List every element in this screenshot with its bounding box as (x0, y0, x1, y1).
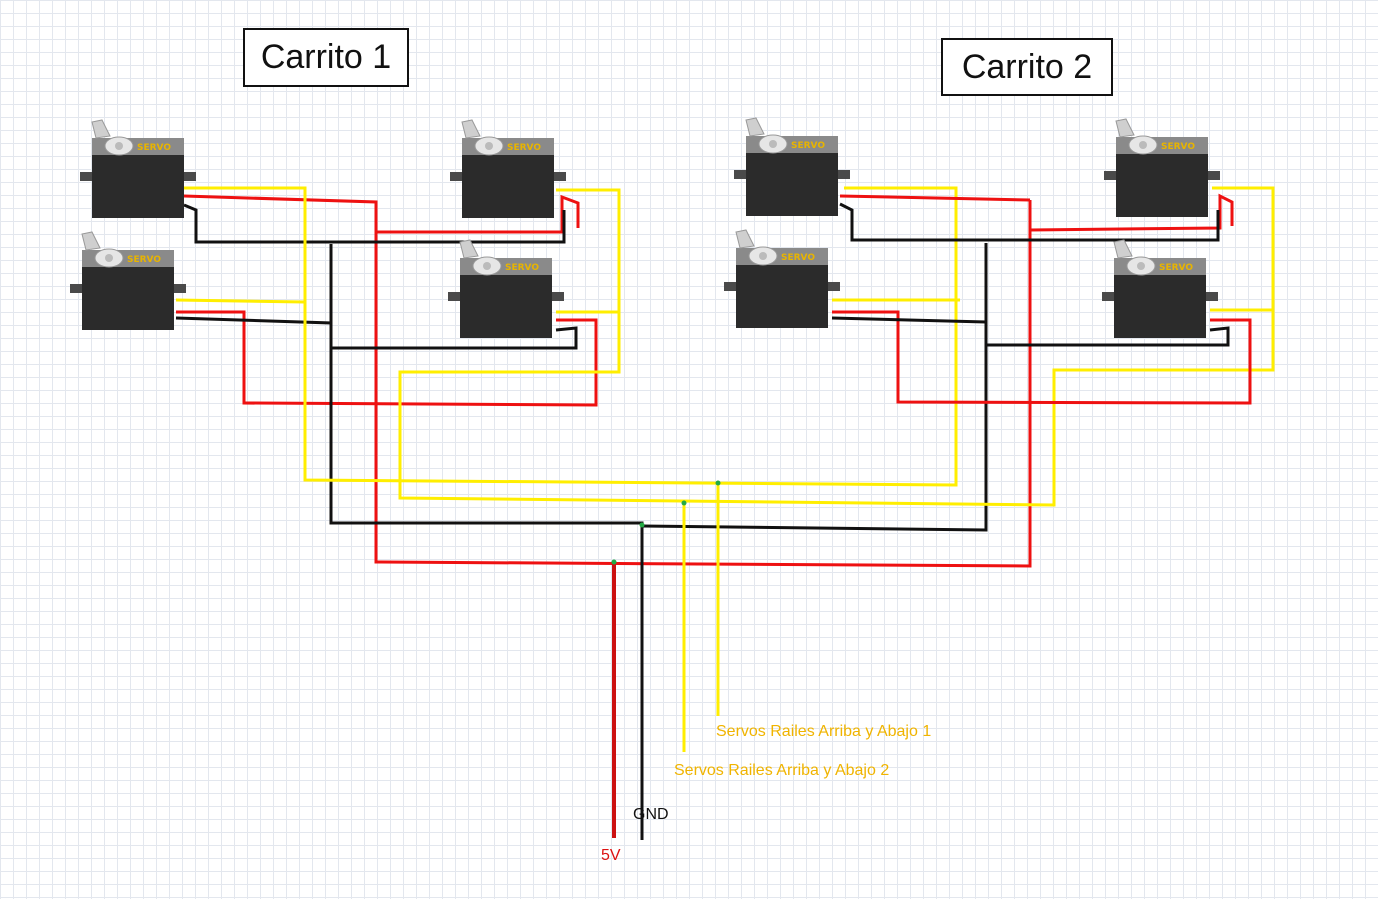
servo-c1-3: SERVO (69, 231, 187, 331)
servo-label: SERVO (781, 253, 815, 263)
main-trunk-wires (611, 480, 721, 838)
black-wire (641, 243, 988, 532)
servo-label: SERVO (507, 143, 541, 153)
yellow-wire (184, 186, 958, 487)
junction-dot (611, 559, 617, 565)
yellow-wire (175, 298, 306, 304)
servo-label: SERVO (1159, 263, 1193, 273)
red-wire (176, 310, 598, 407)
servo-c2-1: SERVO (733, 117, 851, 217)
red-wire (832, 310, 1252, 405)
servo-c2-2: SERVO (1103, 118, 1221, 218)
black-wire (183, 203, 566, 244)
junction-dot (681, 500, 687, 506)
black-wire (329, 244, 578, 350)
vcc-label: 5V (601, 847, 621, 864)
red-wire (183, 194, 1032, 568)
black-wire (175, 316, 644, 840)
servo-label: SERVO (127, 255, 161, 265)
servo-label: SERVO (505, 263, 539, 273)
servo-c1-2: SERVO (449, 119, 567, 219)
servos: SERVO SERVO SERVO SERVO SERVO SERVO SERV… (69, 117, 1221, 339)
servo-c1-4: SERVO (447, 239, 565, 339)
junction-dot (639, 522, 645, 528)
black-wire (839, 202, 1220, 242)
carrito-2-title: Carrito 2 (941, 38, 1113, 96)
servo-label: SERVO (137, 143, 171, 153)
wires-carrito-1 (175, 186, 1275, 840)
yellow-wire (398, 186, 1275, 507)
servo-c1-1: SERVO (79, 119, 197, 219)
wires-carrito-2 (831, 193, 1273, 405)
gnd-label: GND (633, 806, 669, 823)
servo-c2-4: SERVO (1101, 239, 1219, 339)
black-wire (986, 326, 1230, 347)
carrito-1-title: Carrito 1 (243, 28, 409, 87)
red-wire (376, 194, 580, 234)
servo-c2-3: SERVO (723, 229, 841, 329)
servo-label: SERVO (1161, 142, 1195, 152)
red-wire (839, 194, 1031, 202)
black-wire (831, 316, 987, 324)
servos-rails-2-label: Servos Railes Arriba y Abajo 2 (674, 762, 890, 779)
servos-rails-1-label: Servos Railes Arriba y Abajo 1 (716, 723, 932, 740)
servo-label: SERVO (791, 141, 825, 151)
junction-dot (715, 480, 721, 486)
red-wire (1029, 193, 1234, 232)
